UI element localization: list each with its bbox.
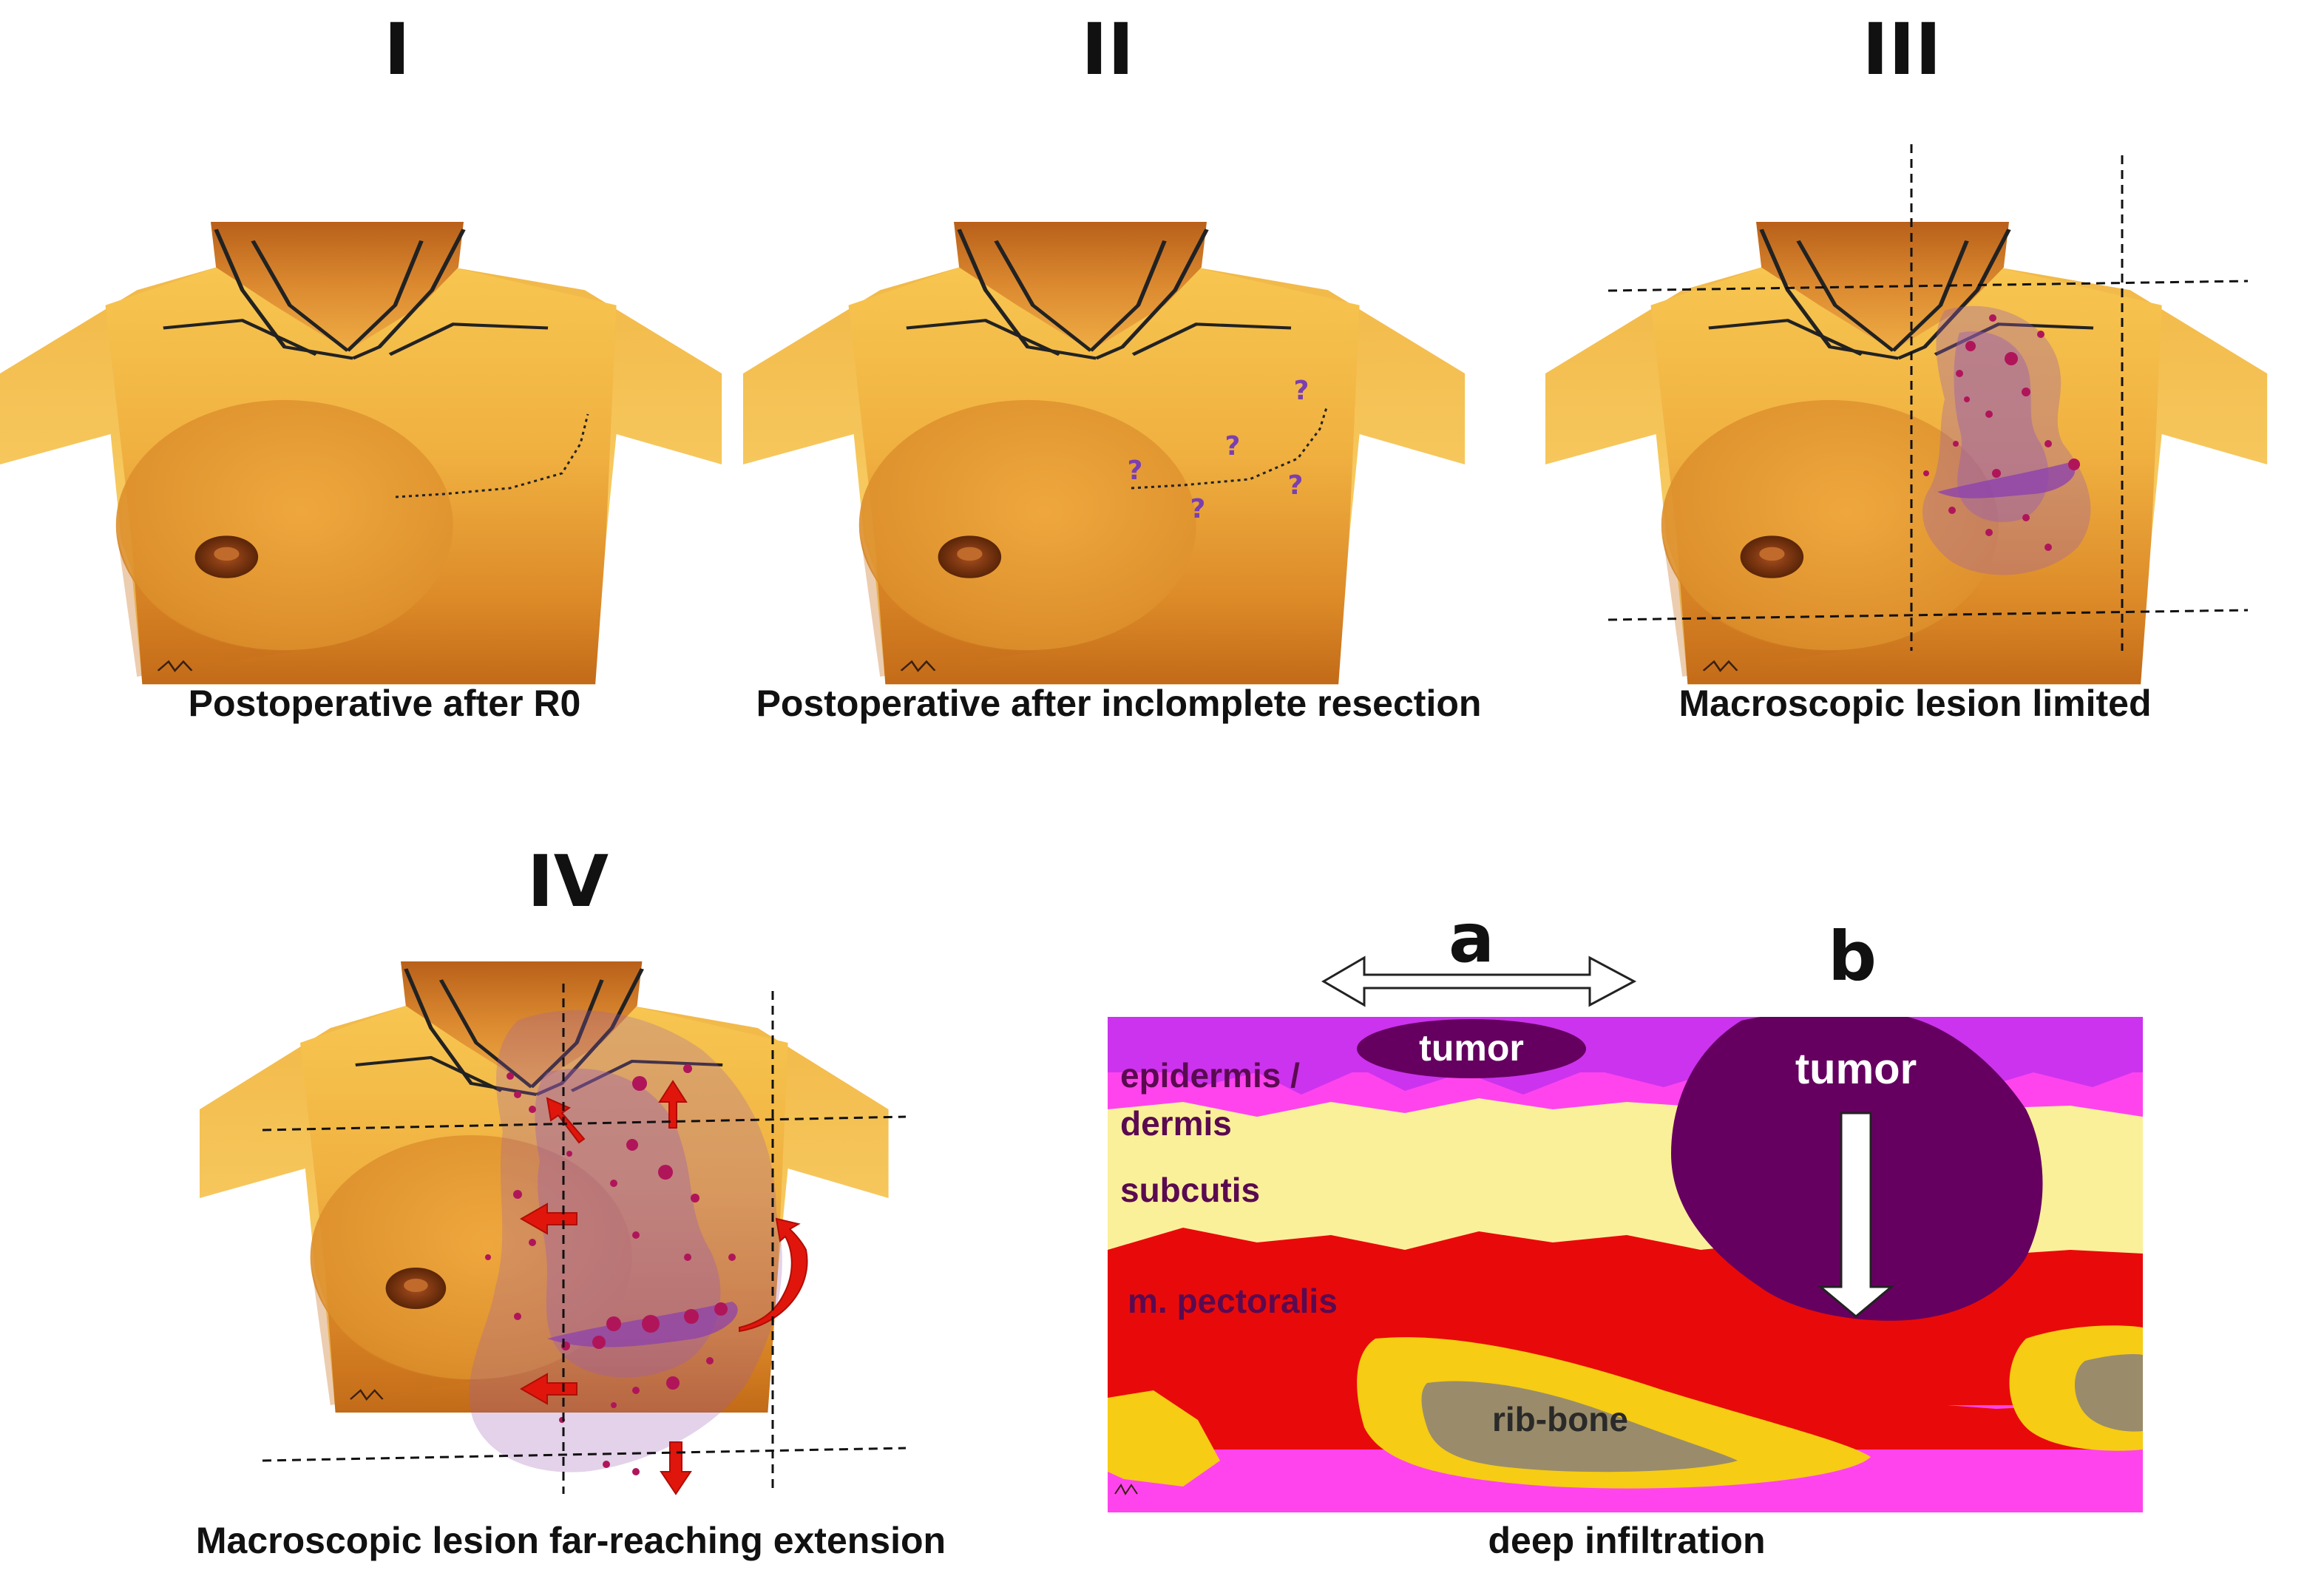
lesion-dots-3	[1923, 314, 2080, 551]
panel-3: III Macroscopic lesion limited	[1545, 8, 2267, 724]
panel-cross-section: a b tumor tumor epidermis / dermis subcu…	[1108, 899, 2143, 1561]
layer-rib-label: rib-bone	[1492, 1400, 1628, 1438]
panel-2-caption: Postoperative after inclomplete resectio…	[756, 683, 1482, 724]
lesion-dots-4	[485, 1064, 736, 1475]
panel-3-caption: Macroscopic lesion limited	[1678, 683, 2151, 724]
svg-text:?: ?	[1128, 456, 1143, 486]
layer-epidermis-label: epidermis /	[1120, 1056, 1300, 1095]
torso-2	[743, 222, 1465, 684]
spread-arrows	[519, 1080, 808, 1495]
svg-text:?: ?	[1190, 494, 1206, 524]
layer-dermis-label: dermis	[1120, 1104, 1232, 1143]
svg-text:?: ?	[1294, 376, 1310, 406]
width-arrow	[1321, 956, 1637, 1007]
tumor-superficial	[1357, 1019, 1586, 1078]
tissue-layers	[1108, 1017, 2143, 1512]
panel-cross-section-caption: deep infiltration	[1488, 1520, 1766, 1561]
svg-text:?: ?	[1288, 470, 1304, 501]
panel-4-numeral: IV	[527, 840, 609, 923]
margin-lines-3	[1608, 144, 2249, 651]
panel-1-numeral: I	[384, 8, 410, 91]
margin-lines-4	[262, 984, 907, 1494]
panel-3-numeral: III	[1862, 8, 1941, 91]
torso-1	[0, 222, 722, 684]
layer-pectoralis-label: m. pectoralis	[1128, 1282, 1338, 1320]
panel-2-numeral: II	[1081, 8, 1134, 91]
svg-text:?: ?	[1225, 431, 1241, 461]
panel-1: I Postoperative after R0	[0, 8, 722, 724]
marker-a: a	[1449, 899, 1494, 978]
depth-arrow	[1817, 1112, 1895, 1318]
tumor-deep-label: tumor	[1795, 1045, 1917, 1093]
panel-4: IV	[196, 840, 946, 1561]
lesion-4	[469, 1009, 782, 1475]
layer-subcutis-label: subcutis	[1120, 1171, 1260, 1209]
panel-4-caption: Macroscopic lesion far-reaching extensio…	[196, 1520, 946, 1561]
uncertainty-marks: ? ? ? ? ?	[1128, 376, 1310, 524]
marker-b: b	[1828, 917, 1877, 996]
panel-2: II ? ? ? ? ? Postoperative after inclomp…	[743, 8, 1481, 724]
lesion-3	[1922, 305, 2091, 575]
scar-1	[395, 413, 589, 498]
tumor-superficial-label: tumor	[1419, 1027, 1524, 1069]
panel-1-caption: Postoperative after R0	[189, 683, 581, 724]
